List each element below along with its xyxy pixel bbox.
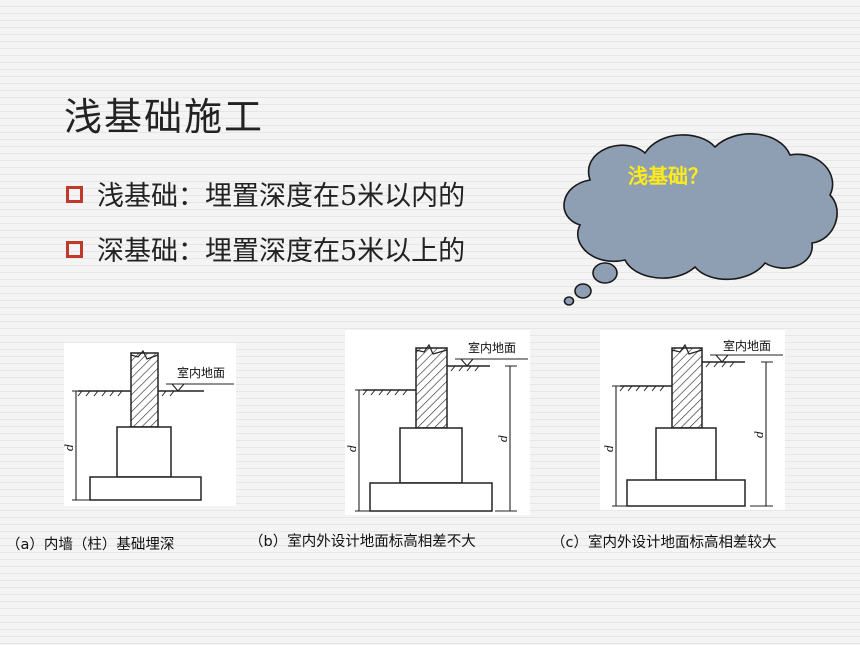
- figure-b: 室内地面 d d: [345, 330, 530, 515]
- bullet-deep-foundation: 深基础：埋置深度在5米以上的: [66, 229, 465, 268]
- caption-b: （b）室内外设计地面标高相差不大: [249, 534, 476, 550]
- footing-base: [626, 479, 746, 507]
- bullet-shallow-foundation: 浅基础：埋置深度在5米以内的: [66, 174, 465, 213]
- footing-base: [89, 476, 202, 501]
- depth-label: d: [64, 444, 76, 451]
- caption-a: （a）内墙（柱）基础埋深: [6, 537, 175, 553]
- elevation-mark-icon: [714, 354, 730, 363]
- wall-column: [130, 352, 159, 428]
- bullet-text: 浅基础：埋置深度在5米以内的: [97, 181, 466, 212]
- depth-label: d: [346, 445, 359, 452]
- elevation-mark-icon: [170, 383, 186, 392]
- figure-c: 室内地面 d d: [600, 330, 785, 510]
- wall-column: [671, 347, 703, 429]
- elevation-mark-icon: [459, 358, 475, 367]
- bullet-text: 深基础：埋置深度在5米以上的: [97, 236, 466, 267]
- depth-label-2: d: [753, 431, 766, 438]
- slide-title: 浅基础施工: [64, 95, 265, 139]
- square-bullet-icon: [66, 241, 83, 258]
- depth-label-2: d: [497, 435, 510, 442]
- footing-step: [399, 427, 463, 484]
- footing-base: [369, 482, 493, 512]
- callout-text: 浅基础？: [628, 164, 708, 188]
- ground-label: 室内地面: [723, 338, 771, 353]
- footing-step: [116, 426, 172, 478]
- thought-cloud-icon: [563, 133, 838, 306]
- ground-label: 室内地面: [468, 340, 516, 355]
- wall-column: [415, 347, 448, 429]
- ground-label: 室内地面: [177, 365, 225, 380]
- square-bullet-icon: [66, 186, 83, 203]
- break-line: [130, 349, 159, 360]
- caption-c: （c）室内外设计地面标高相差较大: [551, 535, 777, 551]
- footing-step: [655, 427, 717, 481]
- depth-label: d: [603, 445, 616, 452]
- figure-a: 室内地面 d: [64, 343, 236, 506]
